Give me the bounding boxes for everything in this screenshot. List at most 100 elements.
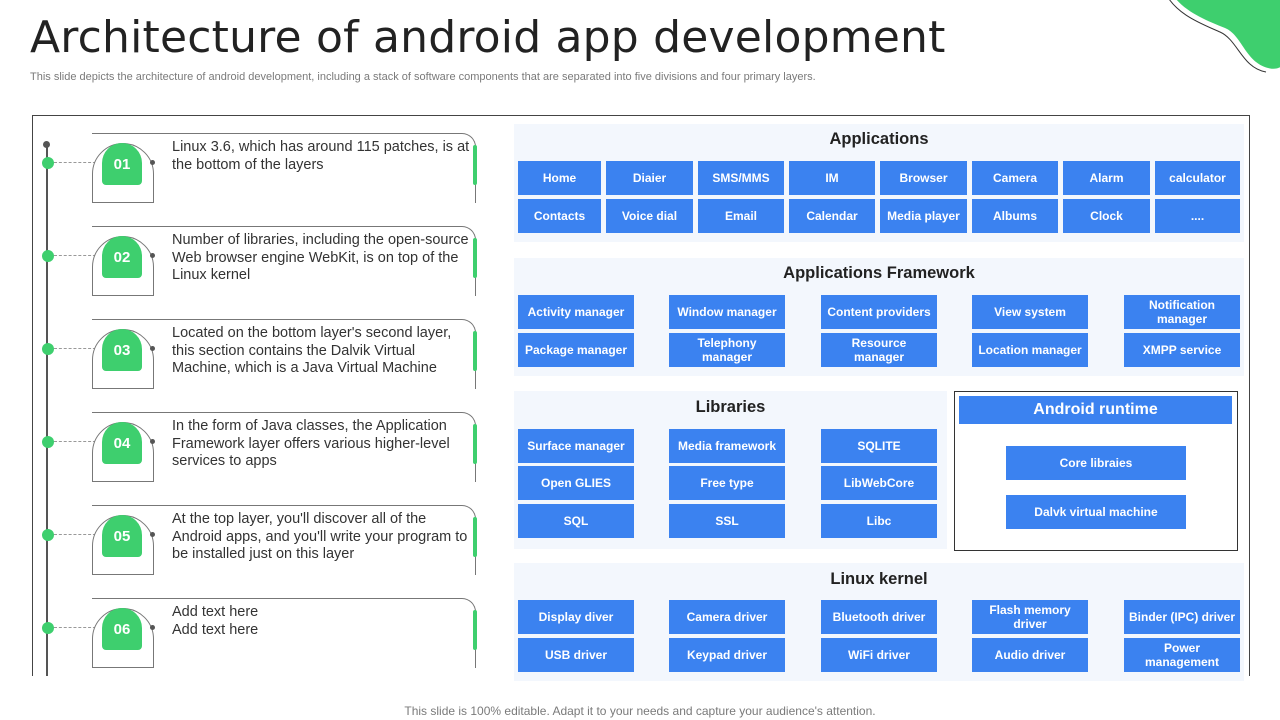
step-text: Number of libraries, including the open-…	[172, 232, 469, 283]
framework-box: Notification manager	[1124, 295, 1240, 329]
applications-title: Applications	[829, 130, 929, 148]
badge-dot	[150, 346, 155, 351]
framework-box: Telephony manager	[669, 333, 785, 367]
diagram-frame	[32, 115, 1250, 676]
app-box: calculator	[1155, 161, 1240, 195]
app-box: Home	[518, 161, 601, 195]
step-accent-bar	[473, 517, 477, 557]
step-number-badge: 01	[102, 143, 142, 185]
badge-dot	[150, 625, 155, 630]
step-04: 04 In the form of Java classes, the Appl…	[40, 412, 480, 482]
kernel-box: Audio driver	[972, 638, 1088, 672]
step-01: 01 Linux 3.6, which has around 115 patch…	[40, 133, 480, 203]
kernel-box: Keypad driver	[669, 638, 785, 672]
step-02: 02 Number of libraries, including the op…	[40, 226, 480, 296]
step-text: Add text here Add text here	[172, 604, 259, 638]
step-06: 06 Add text here Add text here	[40, 598, 480, 668]
kernel-box: USB driver	[518, 638, 634, 672]
app-box: IM	[789, 161, 875, 195]
app-box: ....	[1155, 199, 1240, 233]
framework-box: View system	[972, 295, 1088, 329]
runtime-title: Android runtime	[959, 396, 1232, 424]
app-box: Contacts	[518, 199, 601, 233]
app-box: Browser	[880, 161, 967, 195]
timeline-dot	[42, 436, 54, 448]
step-connector	[54, 255, 130, 256]
library-box: LibWebCore	[821, 466, 937, 500]
timeline-dot	[42, 529, 54, 541]
step-accent-bar	[473, 610, 477, 650]
library-box: SQL	[518, 504, 634, 538]
library-box: SSL	[669, 504, 785, 538]
kernel-box: Binder (IPC) driver	[1124, 600, 1240, 634]
app-box: Albums	[972, 199, 1058, 233]
libraries-title: Libraries	[695, 398, 766, 416]
app-box: Calendar	[789, 199, 875, 233]
step-connector	[54, 162, 130, 163]
step-connector	[54, 534, 130, 535]
timeline-dot	[42, 622, 54, 634]
library-box: Open GLIES	[518, 466, 634, 500]
library-box: SQLITE	[821, 429, 937, 463]
step-text: Located on the bottom layer's second lay…	[172, 325, 452, 376]
timeline-line	[46, 145, 48, 676]
framework-box: Location manager	[972, 333, 1088, 367]
badge-dot	[150, 532, 155, 537]
badge-dot	[150, 439, 155, 444]
kernel-box: Display diver	[518, 600, 634, 634]
step-03: 03 Located on the bottom layer's second …	[40, 319, 480, 389]
kernel-box: Bluetooth driver	[821, 600, 937, 634]
app-box: Email	[698, 199, 784, 233]
runtime-box: Core libraies	[1006, 446, 1186, 480]
app-box: Clock	[1063, 199, 1150, 233]
kernel-box: WiFi driver	[821, 638, 937, 672]
footer-note: This slide is 100% editable. Adapt it to…	[404, 704, 876, 718]
library-box: Media framework	[669, 429, 785, 463]
step-text: At the top layer, you'll discover all of…	[172, 511, 468, 562]
step-accent-bar	[473, 145, 477, 185]
kernel-box: Flash memory driver	[972, 600, 1088, 634]
step-number-badge: 04	[102, 422, 142, 464]
library-box: Free type	[669, 466, 785, 500]
timeline-dot	[42, 157, 54, 169]
library-box: Surface manager	[518, 429, 634, 463]
app-box: SMS/MMS	[698, 161, 784, 195]
kernel-title: Linux kernel	[830, 570, 928, 588]
step-accent-bar	[473, 238, 477, 278]
step-text: In the form of Java classes, the Applica…	[172, 418, 450, 469]
framework-box: XMPP service	[1124, 333, 1240, 367]
app-box: Media player	[880, 199, 967, 233]
app-box: Diaier	[606, 161, 693, 195]
app-box: Alarm	[1063, 161, 1150, 195]
runtime-box: Dalvk virtual machine	[1006, 495, 1186, 529]
badge-dot	[150, 253, 155, 258]
framework-box: Activity manager	[518, 295, 634, 329]
badge-dot	[150, 160, 155, 165]
step-connector	[54, 348, 130, 349]
step-number-badge: 05	[102, 515, 142, 557]
app-box: Camera	[972, 161, 1058, 195]
kernel-box: Power management	[1124, 638, 1240, 672]
library-box: Libc	[821, 504, 937, 538]
decorative-green-blob	[1169, 0, 1280, 73]
step-text: Linux 3.6, which has around 115 patches,…	[172, 139, 470, 173]
timeline-start-dot	[43, 141, 50, 148]
step-accent-bar	[473, 424, 477, 464]
step-number-badge: 03	[102, 329, 142, 371]
framework-box: Window manager	[669, 295, 785, 329]
framework-box: Content providers	[821, 295, 937, 329]
kernel-box: Camera driver	[669, 600, 785, 634]
framework-box: Resource manager	[821, 333, 937, 367]
step-05: 05 At the top layer, you'll discover all…	[40, 505, 480, 575]
framework-title: Applications Framework	[783, 264, 975, 282]
step-accent-bar	[473, 331, 477, 371]
app-box: Voice dial	[606, 199, 693, 233]
timeline-dot	[42, 343, 54, 355]
page-subtitle: This slide depicts the architecture of a…	[30, 71, 816, 83]
step-number-badge: 06	[102, 608, 142, 650]
step-number-badge: 02	[102, 236, 142, 278]
step-connector	[54, 627, 130, 628]
framework-box: Package manager	[518, 333, 634, 367]
step-connector	[54, 441, 130, 442]
page-title: Architecture of android app development	[30, 12, 946, 63]
